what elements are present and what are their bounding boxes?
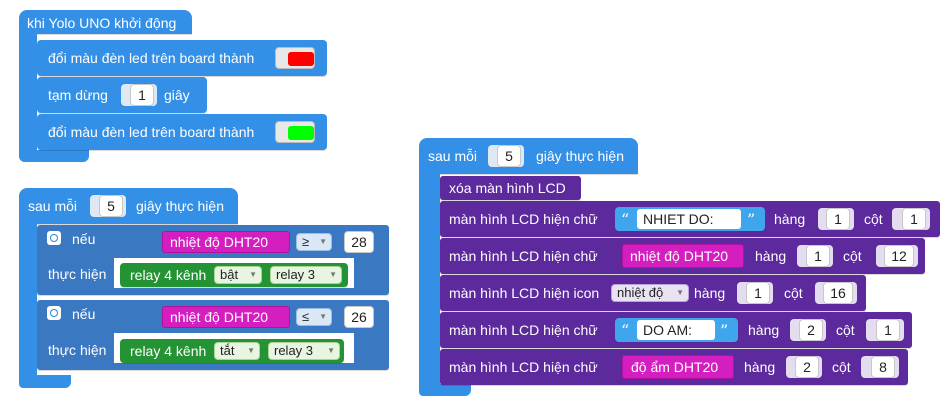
relay1-state-dropdown[interactable]: bật ▼ — [214, 266, 262, 284]
quote-close-icon: ” — [747, 210, 756, 229]
every-footer-left — [19, 375, 71, 388]
lcd-row-label-4: hàng — [748, 322, 780, 338]
if1-sensor-block[interactable] — [162, 231, 290, 253]
lcd-col-input-2[interactable]: 12 — [884, 245, 914, 267]
lcd-col-label-5: cột — [832, 359, 851, 375]
every-footer-right — [419, 384, 471, 396]
lcd-clear-block[interactable] — [440, 176, 581, 200]
quote-open-icon: “ — [621, 321, 630, 340]
lcd-col-input-5[interactable]: 8 — [871, 356, 895, 378]
every-body-left — [19, 220, 37, 388]
if2-label: nếu — [72, 306, 96, 322]
every-prefix-right: sau mỗi — [428, 148, 478, 164]
led-color-picker-2[interactable] — [275, 121, 315, 143]
if2-do-label: thực hiện — [48, 342, 107, 358]
relay2-channel-value: relay 3 — [274, 343, 314, 358]
relay2-state-dropdown[interactable]: tắt ▼ — [214, 342, 260, 360]
lcd-row-input-5[interactable]: 2 — [795, 356, 819, 378]
lcd-sensor-label-2: nhiệt độ DHT20 — [630, 248, 729, 264]
lcd-icon-dropdown-3[interactable]: nhiệt độ ▼ — [611, 284, 689, 302]
lcd-icon-value-3: nhiệt độ — [617, 285, 664, 300]
quote-open-icon: “ — [621, 210, 630, 229]
every-body-right — [419, 170, 440, 396]
lcd-text-value-1[interactable]: NHIET DO: — [637, 209, 741, 229]
on-start-block[interactable] — [19, 10, 192, 34]
lcd-row-label-2: hàng — [755, 248, 787, 264]
on-start-body — [19, 30, 37, 162]
led-color-label-1: đổi màu đèn led trên board thành — [48, 50, 255, 66]
lcd-sensor-block-5[interactable] — [622, 355, 734, 379]
lcd-col-input-4[interactable]: 1 — [876, 319, 900, 341]
relay2-state-value: tắt — [220, 343, 235, 358]
every-suffix-left: giây thực hiện — [136, 198, 224, 214]
pause-unit: giây — [164, 87, 190, 103]
relay1-channel-value: relay 3 — [276, 267, 316, 282]
if1-value-input[interactable]: 28 — [344, 231, 374, 253]
lcd-row-input-4[interactable]: 2 — [799, 319, 823, 341]
relay1-state-value: bật — [220, 267, 239, 282]
if1-operator-value: ≥ — [302, 234, 310, 249]
if1-do-label: thực hiện — [48, 266, 107, 282]
lcd-text-block-4[interactable]: “ DO AM: ” — [615, 318, 738, 342]
if1-label: nếu — [72, 231, 96, 247]
if1-sensor-label: nhiệt độ DHT20 — [170, 234, 269, 250]
relay1-label: relay 4 kênh — [130, 267, 207, 283]
every-seconds-block-right[interactable] — [419, 138, 638, 174]
if1-operator-dropdown[interactable]: ≥▼ — [296, 233, 332, 251]
lcd-col-label-1: cột — [864, 211, 883, 227]
every-prefix-left: sau mỗi — [28, 198, 78, 214]
lcd-col-input-1[interactable]: 1 — [902, 208, 926, 230]
every-suffix-right: giây thực hiện — [536, 148, 624, 164]
lcd-print-label-2: màn hình LCD hiện chữ — [449, 248, 598, 264]
chevron-down-icon: ▼ — [319, 237, 327, 246]
relay2-channel-dropdown[interactable]: relay 3 ▼ — [268, 342, 340, 360]
lcd-clear-label: xóa màn hình LCD — [449, 180, 566, 196]
lcd-row-input-3[interactable]: 1 — [746, 282, 770, 304]
chevron-down-icon: ▼ — [249, 270, 257, 279]
every-value-input-left[interactable]: 5 — [99, 195, 123, 217]
on-start-footer — [19, 150, 89, 162]
lcd-row-label-3: hàng — [694, 285, 726, 301]
quote-close-icon: ” — [720, 321, 729, 340]
lcd-print-label-5: màn hình LCD hiện chữ — [449, 359, 598, 375]
lcd-col-label-3: cột — [784, 285, 803, 301]
lcd-col-label-4: cột — [836, 322, 855, 338]
lcd-sensor-label-5: độ ẩm DHT20 — [631, 359, 719, 375]
if2-sensor-block[interactable] — [162, 306, 290, 328]
lcd-text-block-1[interactable]: “ NHIET DO: ” — [615, 207, 765, 231]
pause-value-input[interactable]: 1 — [130, 84, 154, 106]
led-color-picker-1[interactable] — [275, 47, 315, 69]
pause-label: tạm dừng — [48, 87, 108, 103]
lcd-print-label-4: màn hình LCD hiện chữ — [449, 322, 598, 338]
chevron-down-icon: ▼ — [247, 346, 255, 355]
lcd-row-label-5: hàng — [744, 359, 776, 375]
led-color-label-2: đổi màu đèn led trên board thành — [48, 124, 255, 140]
chevron-down-icon: ▼ — [327, 346, 335, 355]
lcd-row-input-1[interactable]: 1 — [826, 208, 850, 230]
lcd-icon-label-3: màn hình LCD hiện icon — [449, 285, 600, 301]
chevron-down-icon: ▼ — [676, 288, 684, 297]
lcd-col-label-2: cột — [843, 248, 862, 264]
chevron-down-icon: ▼ — [319, 312, 327, 321]
lcd-print-label-1: màn hình LCD hiện chữ — [449, 211, 598, 227]
if2-operator-value: ≤ — [302, 309, 310, 324]
lcd-row-label-1: hàng — [774, 211, 806, 227]
chevron-down-icon: ▼ — [329, 270, 337, 279]
relay1-channel-dropdown[interactable]: relay 3 ▼ — [270, 266, 342, 284]
if2-sensor-label: nhiệt độ DHT20 — [170, 309, 269, 325]
lcd-sensor-block-2[interactable] — [622, 244, 744, 268]
lcd-text-value-4[interactable]: DO AM: — [637, 320, 715, 340]
lcd-col-input-3[interactable]: 16 — [823, 282, 853, 304]
lcd-row-input-2[interactable]: 1 — [806, 245, 830, 267]
every-seconds-block-left[interactable] — [19, 188, 238, 224]
if1-gear-icon[interactable] — [47, 231, 61, 245]
if2-gear-icon[interactable] — [47, 306, 61, 320]
every-value-input-right[interactable]: 5 — [497, 145, 521, 167]
if2-value-input[interactable]: 26 — [344, 306, 374, 328]
relay2-label: relay 4 kênh — [130, 343, 207, 359]
if2-operator-dropdown[interactable]: ≤▼ — [296, 308, 332, 326]
on-start-label: khi Yolo UNO khởi động — [27, 15, 177, 31]
